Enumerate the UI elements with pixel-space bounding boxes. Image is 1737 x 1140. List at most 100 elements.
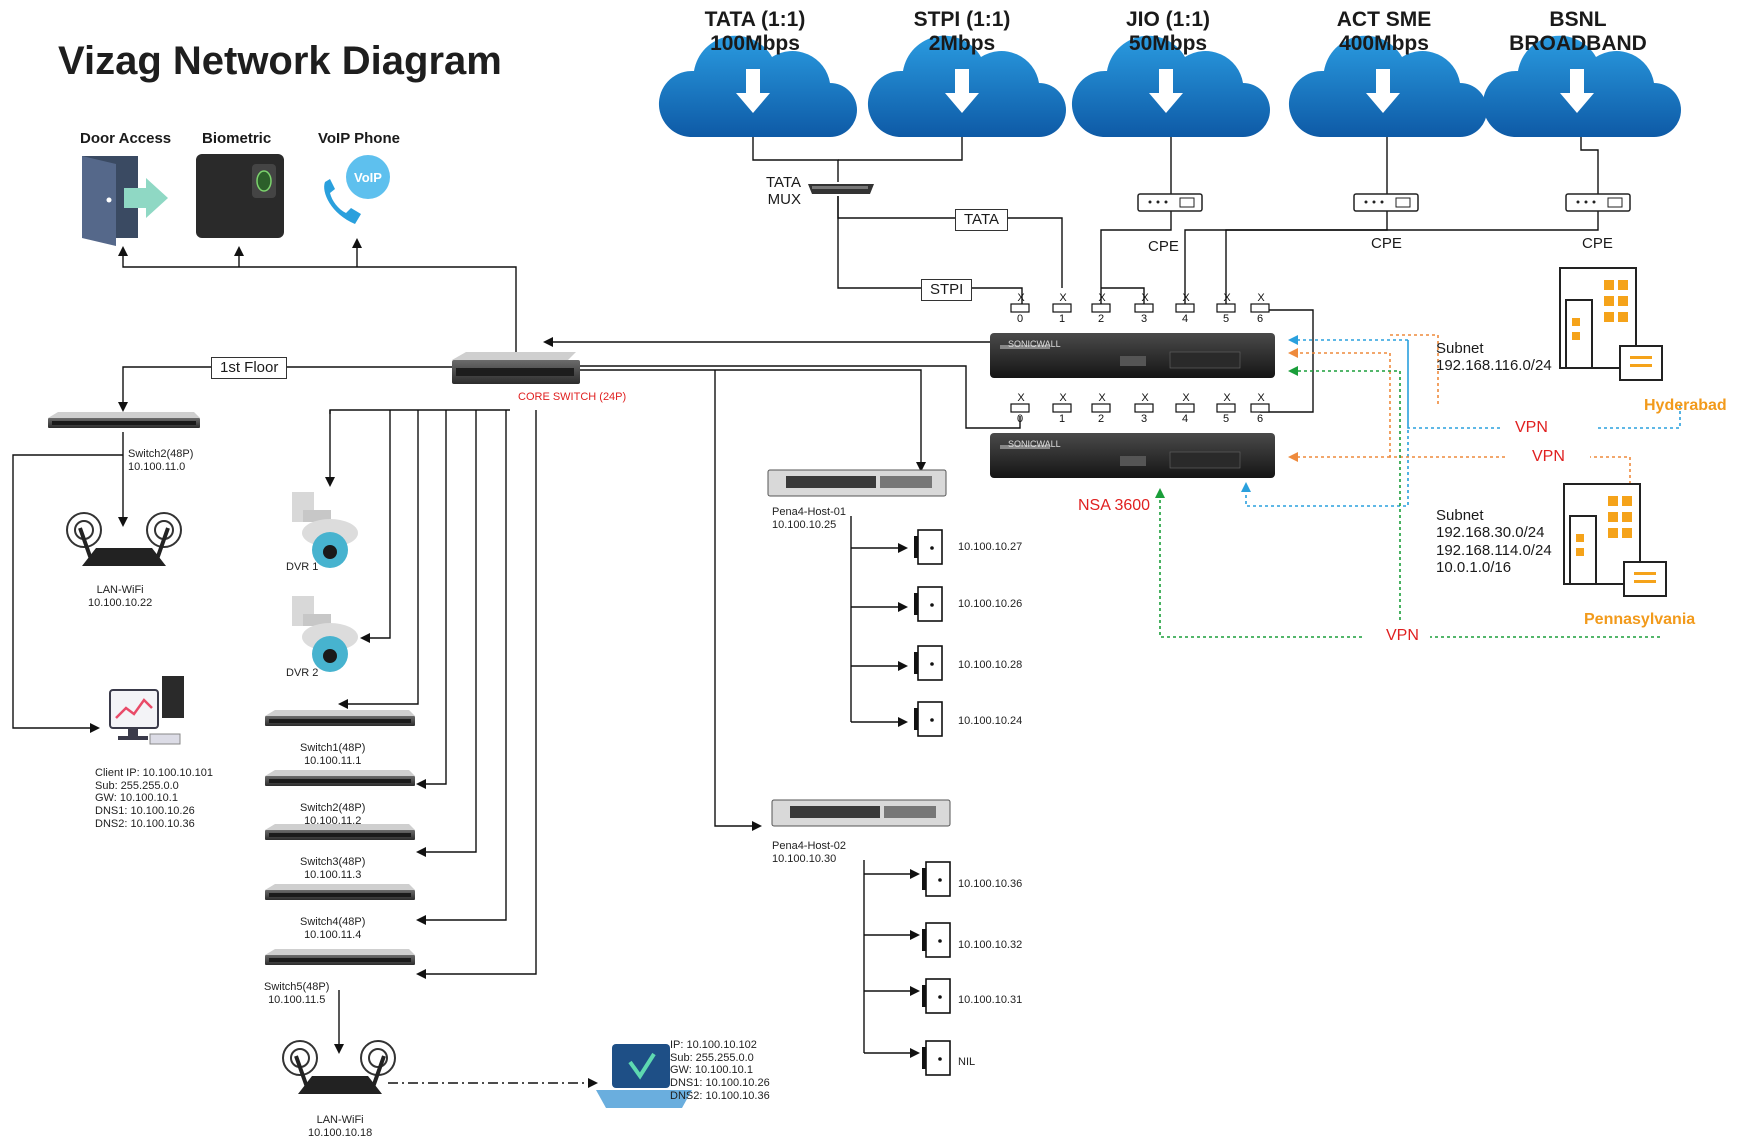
vpn-label-blue: VPN	[1513, 419, 1550, 438]
port-number: 0	[1017, 413, 1023, 425]
floor-switch-icon	[265, 884, 415, 900]
vm-icon	[922, 1040, 951, 1076]
port-number: 4	[1182, 313, 1188, 325]
port-mark: X	[1098, 292, 1106, 304]
vpn-label-orange: VPN	[1530, 448, 1567, 467]
port-box	[1216, 303, 1236, 313]
host1-vm-2: 10.100.10.26	[958, 598, 1023, 610]
port-mark: X	[1059, 392, 1067, 404]
port-box	[1250, 403, 1270, 413]
port-mark: X	[1141, 392, 1149, 404]
first-floor-label: 1st Floor	[211, 357, 288, 379]
stpi-link-label: STPI	[921, 279, 973, 301]
port-box	[1175, 403, 1195, 413]
host2-vm-1: 10.100.10.36	[958, 878, 1023, 890]
dvr2-camera-icon	[292, 596, 358, 672]
lan-wifi-router-2-icon	[282, 1040, 396, 1094]
cpe-act	[1353, 193, 1419, 212]
port-mark: X	[1017, 292, 1025, 304]
port-mark: X	[1223, 292, 1231, 304]
firewall-1	[990, 333, 1275, 378]
isp-cloud-jio	[1071, 35, 1270, 137]
door-access-icon	[82, 156, 168, 246]
port-number: 2	[1098, 313, 1104, 325]
port-number: 6	[1257, 413, 1263, 425]
vm-icon	[922, 978, 951, 1014]
vm-icon	[922, 922, 951, 958]
vpn-label-green: VPN	[1384, 627, 1421, 646]
port-box	[1134, 403, 1154, 413]
port-number: 3	[1141, 413, 1147, 425]
port-number: 6	[1257, 313, 1263, 325]
isp-cloud-bsnl	[1482, 35, 1681, 137]
port-box	[1091, 303, 1111, 313]
port-box	[1010, 403, 1030, 413]
host2-vm-2: 10.100.10.32	[958, 939, 1023, 951]
port-number: 5	[1223, 313, 1229, 325]
port-box	[1052, 303, 1072, 313]
cpe-jio-label: CPE	[1148, 238, 1179, 255]
port-box	[1250, 303, 1270, 313]
port-box	[1134, 303, 1154, 313]
isp-cloud-tata	[658, 35, 857, 137]
dvr1-camera-icon	[292, 492, 358, 568]
host2-vm-3: 10.100.10.31	[958, 994, 1023, 1006]
vm-icon	[914, 701, 943, 737]
floor-switch-2-label: Switch2(48P)10.100.11.2	[300, 802, 366, 827]
vm-icon	[922, 861, 951, 897]
host1-vm-4: 10.100.10.24	[958, 715, 1023, 727]
floor-switch-1-label: Switch1(48P)10.100.11.1	[300, 742, 366, 767]
cpe-jio	[1137, 193, 1203, 212]
vm-icon	[914, 529, 943, 565]
port-box	[1216, 403, 1236, 413]
dvr2-label: DVR 2	[286, 667, 319, 679]
client-pc-icon	[109, 676, 184, 745]
floor-switch-4-label: Switch4(48P)10.100.11.4	[300, 916, 366, 941]
host2-vm-4: NIL	[958, 1056, 976, 1068]
port-mark: X	[1017, 392, 1025, 404]
voip-phone-icon: VoIP	[324, 155, 390, 224]
cpe-bsnl	[1565, 193, 1631, 212]
isp-stpi: STPI (1:1)2Mbps	[913, 8, 1011, 56]
svg-text:VoIP: VoIP	[354, 170, 382, 185]
firewall-label: NSA 3600	[1078, 497, 1151, 514]
core-switch-label: CORE SWITCH (24P)	[518, 391, 627, 403]
port-mark: X	[1182, 392, 1190, 404]
biometric-label: Biometric	[202, 130, 272, 147]
floor-switch-3-label: Switch3(48P)10.100.11.3	[300, 856, 366, 881]
lan-wifi-router-icon	[66, 512, 182, 566]
biometric-icon	[196, 154, 284, 238]
port-box	[1175, 303, 1195, 313]
port-number: 3	[1141, 313, 1147, 325]
laptop-icon	[596, 1044, 692, 1108]
port-mark: X	[1141, 292, 1149, 304]
port-mark: X	[1257, 292, 1265, 304]
port-mark: X	[1257, 392, 1265, 404]
port-mark: X	[1182, 292, 1190, 304]
voip-phone-label: VoIP Phone	[318, 130, 400, 147]
port-number: 5	[1223, 413, 1229, 425]
port-box	[1052, 403, 1072, 413]
port-mark: X	[1059, 292, 1067, 304]
floor-switch-icon	[265, 949, 415, 965]
isp-cloud-act	[1288, 35, 1487, 137]
hyderabad-building-icon	[1559, 267, 1663, 381]
server-host-02	[771, 799, 951, 827]
tata-link-label: TATA	[955, 209, 1008, 231]
isp-jio: JIO (1:1)50Mbps	[1125, 8, 1211, 56]
floor-switch-5-label: Switch5(48P)10.100.11.5	[264, 981, 330, 1006]
server-host-01	[767, 469, 947, 497]
port-number: 1	[1059, 413, 1065, 425]
pennsylvania-building-icon	[1563, 483, 1667, 597]
hyderabad-label: Hyderabad	[1644, 397, 1727, 414]
tata-mux	[808, 184, 874, 194]
isp-tata: TATA (1:1)100Mbps	[704, 8, 806, 56]
